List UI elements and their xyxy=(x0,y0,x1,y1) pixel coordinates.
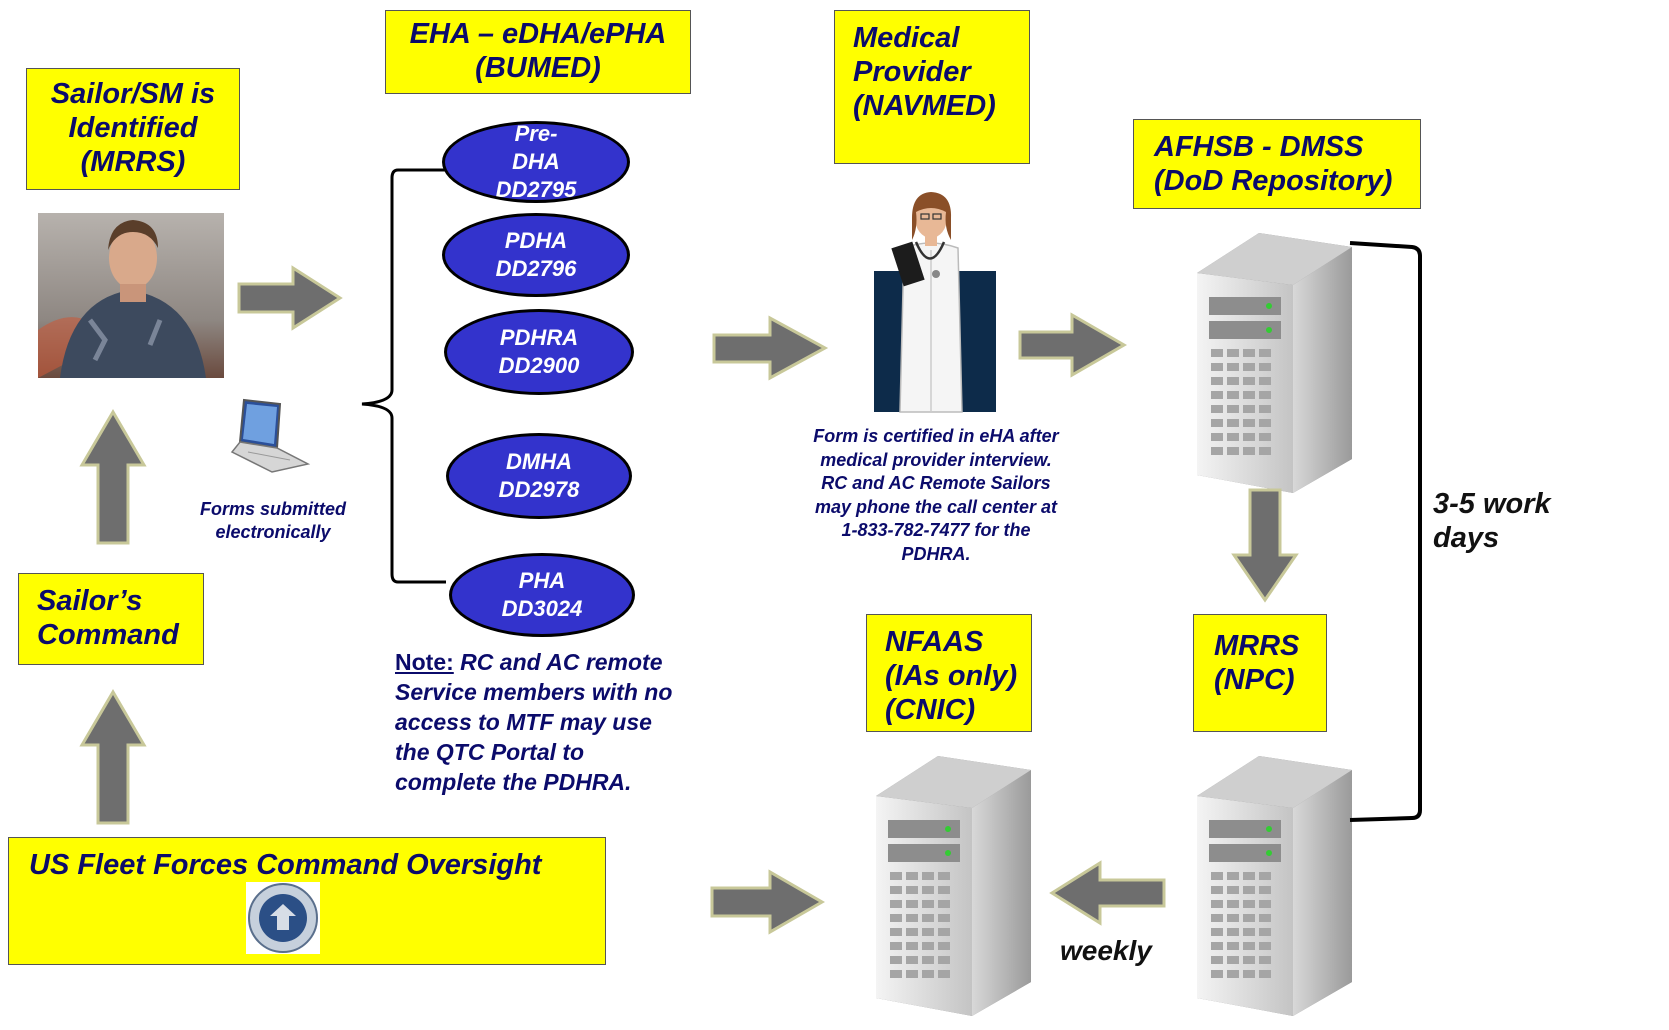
caption-line: weekly xyxy=(1060,935,1152,966)
nfaas-box: NFAAS (IAs only) (CNIC) xyxy=(866,614,1032,732)
arrow-right-icon xyxy=(712,315,829,381)
sailor-identified-box: Sailor/SM is Identified (MRRS) xyxy=(26,68,240,190)
box-line: Sailor/SM is xyxy=(50,78,216,110)
box-line: Identified xyxy=(68,112,198,144)
fleet-forces-seal-icon xyxy=(246,882,320,954)
note-line: the QTC Portal to xyxy=(395,739,585,765)
note-line: Note: RC and AC remote xyxy=(395,647,715,677)
forms-bracket xyxy=(361,168,446,584)
medical-provider-box: Medical Provider (NAVMED) xyxy=(834,10,1030,164)
box-line: Sailor’s xyxy=(37,585,143,617)
arrow-down-icon xyxy=(1231,488,1299,603)
caption-line: 1-833-782-7477 for the xyxy=(841,520,1031,540)
box-line: US Fleet Forces Command Oversight xyxy=(29,849,542,881)
box-line: (IAs only) xyxy=(885,660,1018,692)
nfaas-server-icon xyxy=(876,756,1031,1016)
mrrs-server-icon xyxy=(1197,756,1352,1016)
box-line: (CNIC) xyxy=(885,694,976,726)
arrow-right-icon xyxy=(237,265,343,331)
box-line: Provider xyxy=(853,56,971,88)
laptop-icon xyxy=(230,398,311,473)
box-line: (DoD Repository) xyxy=(1154,165,1393,197)
caption-line: days xyxy=(1433,522,1500,554)
box-line: AFHSB - DMSS xyxy=(1154,131,1364,163)
box-line: (MRRS) xyxy=(80,146,186,178)
note-line: Service members with no xyxy=(395,679,673,705)
sailor-photo xyxy=(38,213,224,378)
note-label: Note: xyxy=(395,649,454,675)
eha-box: EHA – eDHA/ePHA (BUMED) xyxy=(385,10,691,94)
box-line: (NPC) xyxy=(1214,664,1295,696)
form-oval-pre-dha: Pre- DHA DD2795 xyxy=(442,121,630,203)
oval-line: DD3024 xyxy=(501,596,583,621)
oval-line: PHA xyxy=(518,568,566,593)
oval-line: DD2978 xyxy=(498,477,580,502)
arrow-left-icon xyxy=(1049,860,1166,926)
oval-line: PDHRA xyxy=(499,325,579,350)
caption-line: Form is certified in eHA after xyxy=(813,426,1059,446)
oval-line: DD2796 xyxy=(495,256,577,281)
mrrs-npc-box: MRRS (NPC) xyxy=(1193,614,1327,732)
certification-caption: Form is certified in eHA after medical p… xyxy=(788,425,1084,566)
arrow-up-icon xyxy=(79,409,147,545)
box-line: (BUMED) xyxy=(475,52,601,84)
box-line: NFAAS xyxy=(885,626,984,658)
forms-submitted-caption: Forms submitted electronically xyxy=(180,498,366,544)
arrow-up-icon xyxy=(79,689,147,825)
box-line: (NAVMED) xyxy=(853,90,996,122)
oval-line: DD2795 xyxy=(495,177,577,202)
form-oval-pha: PHA DD3024 xyxy=(449,553,635,637)
oval-line: DHA xyxy=(512,149,560,174)
box-line: MRRS xyxy=(1214,630,1300,662)
arrow-right-icon xyxy=(1018,312,1128,378)
afhsb-server-icon xyxy=(1197,233,1352,493)
weekly-label: weekly xyxy=(1060,934,1152,968)
note-line: complete the PDHRA. xyxy=(395,769,632,795)
work-days-bracket xyxy=(1349,241,1422,822)
caption-line: medical provider interview. xyxy=(820,449,1052,470)
caption-line: Forms submitted xyxy=(199,499,346,519)
box-line: Command xyxy=(37,619,179,651)
caption-line: 3-5 work xyxy=(1433,488,1551,520)
oval-line: Pre- xyxy=(514,121,558,146)
oval-line: DD2900 xyxy=(498,353,580,378)
caption-line: PDHRA. xyxy=(901,543,971,564)
box-line: Medical xyxy=(853,22,960,54)
box-line: EHA – eDHA/ePHA xyxy=(409,18,667,50)
caption-line: RC and AC Remote Sailors xyxy=(821,473,1051,493)
doctor-figure xyxy=(874,192,996,413)
work-days-label: 3-5 work days xyxy=(1433,487,1573,555)
form-oval-pdha: PDHA DD2796 xyxy=(442,213,630,297)
note-line: access to MTF may use xyxy=(395,709,652,735)
note-caption: Note: RC and AC remote Service members w… xyxy=(395,647,715,797)
caption-line: may phone the call center at xyxy=(814,496,1058,517)
form-oval-pdhra: PDHRA DD2900 xyxy=(444,309,634,395)
arrow-right-icon xyxy=(710,869,826,935)
oval-line: PDHA xyxy=(504,228,568,253)
afhsb-box: AFHSB - DMSS (DoD Repository) xyxy=(1133,119,1421,209)
note-text: RC and AC remote xyxy=(460,649,663,675)
sailors-command-box: Sailor’s Command xyxy=(18,573,204,665)
caption-line: electronically xyxy=(215,522,331,542)
oval-line: DMHA xyxy=(506,449,572,474)
form-oval-dmha: DMHA DD2978 xyxy=(446,433,632,519)
